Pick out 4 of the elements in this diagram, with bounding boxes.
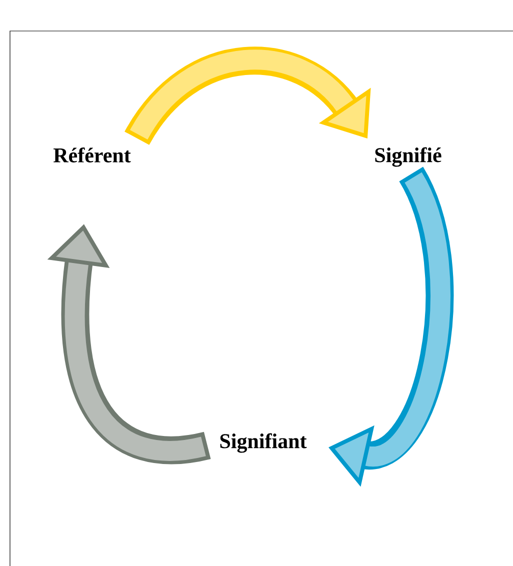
word-label: Signifiant (220, 433, 307, 453)
block-arrow (125, 47, 371, 146)
word-label: Référent (54, 148, 131, 162)
word-label: Signifié (375, 147, 442, 167)
